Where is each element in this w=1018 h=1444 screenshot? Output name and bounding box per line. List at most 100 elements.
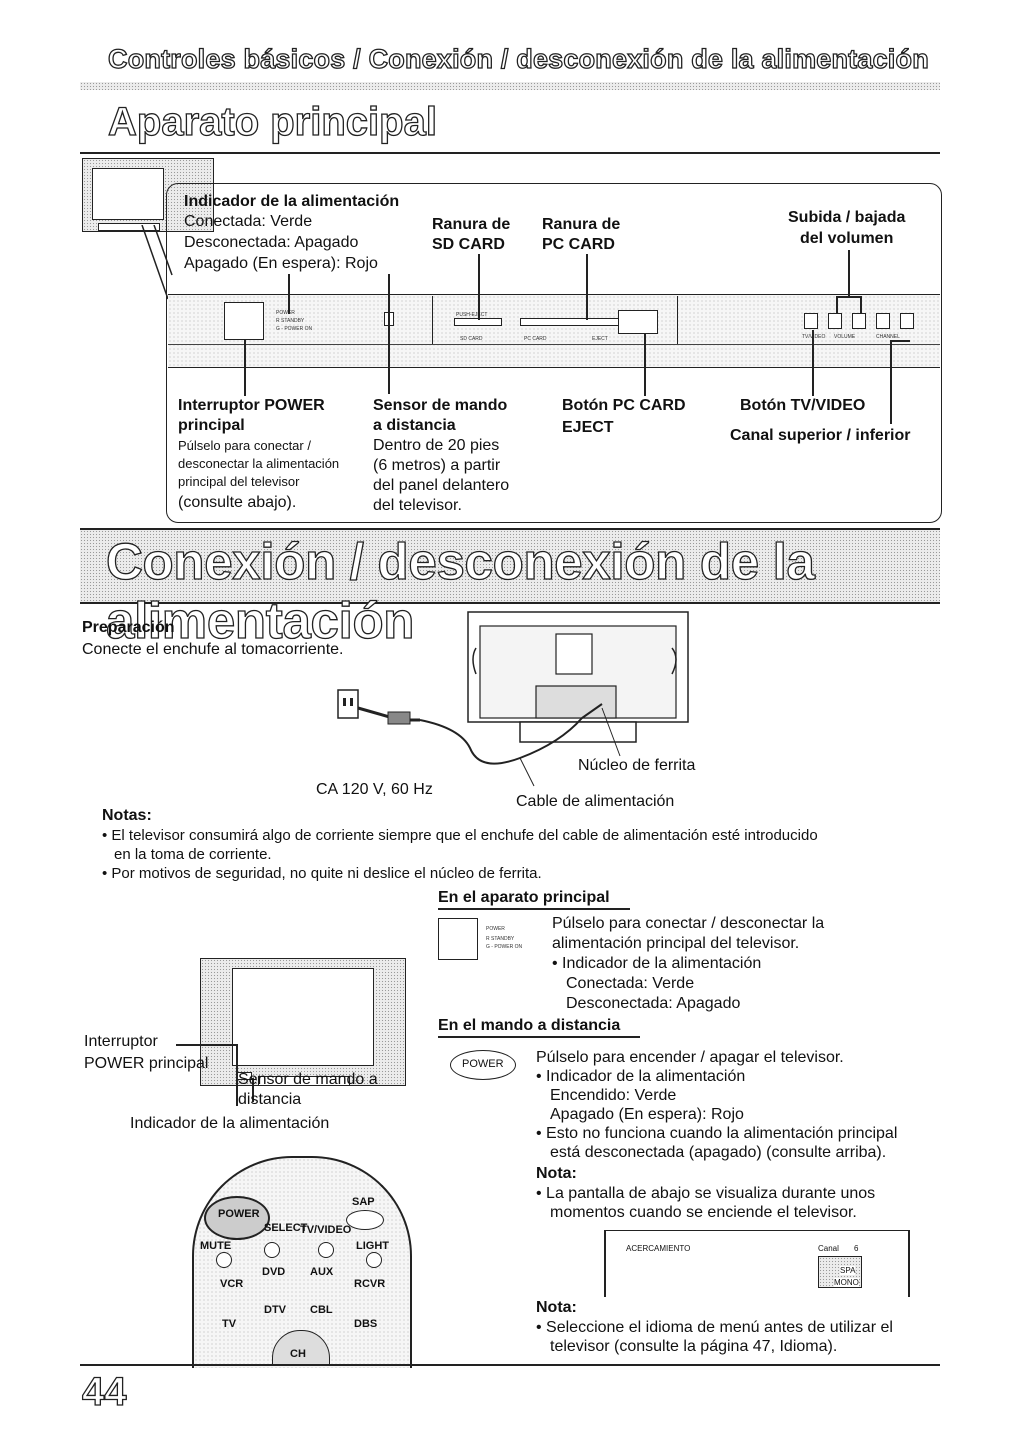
main-unit-text: Desconectada: Apagado [566,995,741,1012]
page-number: 44 [81,1369,127,1414]
remote-sap-label: SAP [352,1196,375,1208]
panel-power-label: POWER [276,310,295,316]
remote-rcvr-label[interactable]: RCVR [354,1278,386,1290]
remote-section-text: • Esto no funciona cuando la alimentació… [536,1125,898,1142]
breadcrumb: Controles básicos / Conexión / desconexi… [107,43,929,74]
remote-note-text: momentos cuando se enciende el televisor… [550,1204,857,1221]
left-label-switch-2: POWER principal [84,1055,209,1072]
remote-light-label: LIGHT [356,1240,389,1252]
remote-power-oval-label: POWER [462,1058,504,1070]
remote-section-text: Apagado (En espera): Rojo [550,1106,744,1123]
final-note-title: Nota: [536,1299,577,1316]
main-power-switch[interactable] [438,918,478,960]
remote-tvvideo-label: TV/VIDEO [300,1224,352,1236]
screen-display-sample [604,1230,910,1297]
label-pc-slot: Ranura de [542,216,621,233]
panel-channel: CHANNEL [876,334,900,340]
section2-banner [80,528,940,604]
preparation-title: Preparación [82,619,175,636]
left-label-indicator: Indicador de la alimentación [130,1115,330,1132]
remote-sensor-desc: (6 metros) a partir [373,457,501,474]
power-switch-desc: (consulte abajo). [178,494,297,511]
label-cable: Cable de alimentación [516,793,675,810]
remote-power-oval[interactable] [450,1050,516,1080]
section2-title: Conexión / desconexión de la alimentació… [105,532,815,649]
mini-power-on-label: G - POWER ON [486,944,523,950]
pc-card-slot[interactable] [520,318,632,326]
label-channel: Canal superior / inferior [730,427,911,444]
header-rule [80,82,940,90]
label-power-switch: Interruptor POWER [178,397,325,414]
remote-tvvideo-button[interactable] [318,1242,334,1258]
front-panel [168,294,940,368]
panel-volume: VOLUME [834,334,856,340]
main-unit-text: Conectada: Verde [566,975,695,992]
screen-channel-num: 6 [854,1244,859,1253]
left-label-switch: Interruptor [84,1033,158,1050]
main-unit-text: • Indicador de la alimentación [552,955,762,972]
label-power-switch-2: principal [178,417,245,434]
main-unit-title: En el aparato principal [438,889,610,906]
final-note-text: televisor (consulte la página 47, Idioma… [550,1338,838,1355]
note-1: • El televisor consumirá algo de corrien… [102,827,818,844]
volume-up-button[interactable] [852,313,866,329]
power-switch[interactable] [224,302,264,340]
pc-card-eject-button[interactable] [618,310,658,334]
screen-spa: SPA [840,1266,856,1275]
remote-vcr-label[interactable]: VCR [220,1278,244,1290]
remote-light-button[interactable] [366,1252,382,1268]
power-switch-desc: Púlselo para conectar / [178,438,311,453]
remote-ch-label: CH [290,1348,306,1360]
remote-sensor-desc: Dentro de 20 pies [373,437,500,454]
remote-select-button[interactable] [264,1242,280,1258]
remote-aux-label[interactable]: AUX [310,1266,334,1278]
note-1b: en la toma de corriente. [114,846,272,863]
remote-mute-button[interactable] [216,1252,232,1268]
remote-dvd-label[interactable]: DVD [262,1266,286,1278]
panel-eject: EJECT [592,336,608,342]
remote-section-text: Encendido: Verde [550,1087,677,1104]
label-sd-slot: Ranura de [432,216,511,233]
tv-video-button[interactable] [804,313,818,329]
panel-tv-video: TV/VIDEO [802,334,826,340]
volume-down-button[interactable] [828,313,842,329]
remote-power-button[interactable] [204,1196,270,1240]
remote-sensor-desc: del televisor. [373,497,462,514]
final-note-text: • Seleccione el idioma de menú antes de … [536,1319,893,1336]
label-volume-2: del volumen [800,230,894,247]
remote-sensor-desc: del panel delantero [373,477,510,494]
left-label-sensor-2: distancia [238,1091,302,1108]
main-unit-text: alimentación principal del televisor. [552,935,800,952]
remote-select-label: SELECT [264,1222,308,1234]
power-indicator-line: Conectada: Verde [184,213,313,230]
label-outlet: CA 120 V, 60 Hz [316,781,433,798]
notes-title: Notas: [102,807,152,824]
remote-mute-label: MUTE [200,1240,232,1252]
power-switch-desc: desconectar la alimentación [178,456,340,471]
remote-dtv-label[interactable]: DTV [264,1304,286,1316]
label-power-indicator: Indicador de la alimentación [184,193,400,210]
mini-standby-label: R STANDBY [486,936,515,942]
remote-tv-label[interactable]: TV [222,1318,237,1330]
power-connection-diagram [337,611,689,787]
remote-sap-button[interactable] [346,1210,384,1230]
panel-power-on-label: G - POWER ON [276,326,313,332]
label-ferrite: Núcleo de ferrita [578,757,696,774]
mini-power-label: POWER [486,926,505,932]
remote-dbs-label[interactable]: DBS [354,1318,378,1330]
label-remote-sensor: Sensor de mando [373,397,508,414]
diagram-frame [166,183,942,523]
remote-cbl-label[interactable]: CBL [310,1304,333,1316]
section-rule [80,152,940,154]
label-tv-video-button: Botón TV/VIDEO [740,397,866,414]
channel-up-button[interactable] [900,313,914,329]
remote-section-text: está desconectada (apagado) (consulte ar… [550,1144,887,1161]
power-indicator-line: Desconectada: Apagado [184,234,359,251]
preparation-text: Conecte el enchufe al tomacorriente. [82,641,344,658]
note-2: • Por motivos de seguridad, no quite ni … [102,865,542,882]
panel-standby-label: R STANDBY [276,318,305,324]
remote-section-title: En el mando a distancia [438,1017,621,1034]
channel-down-button[interactable] [876,313,890,329]
remote-ch-button[interactable] [272,1330,330,1366]
label-volume: Subida / bajada [788,209,906,226]
